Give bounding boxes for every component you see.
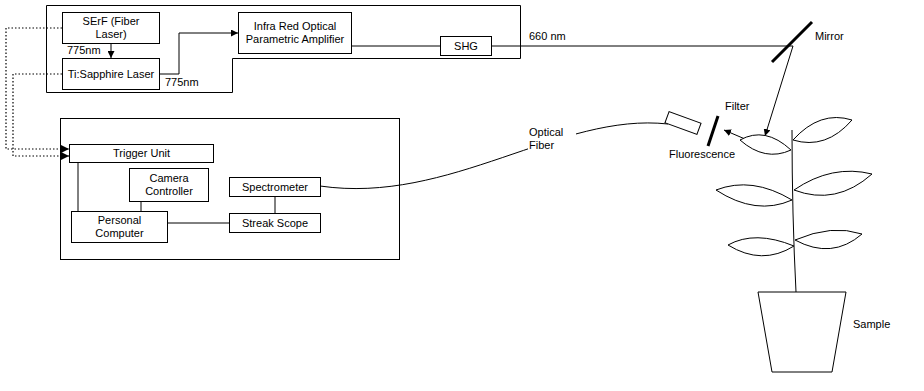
box-text: Streak Scope — [242, 217, 308, 230]
control-enclosure: Trigger UnitCamera ControllerPersonal Co… — [60, 118, 400, 260]
laser-beam — [492, 46, 793, 47]
amplifier-box: Infra Red Optical Parametric Amplifier — [238, 12, 352, 54]
filter-symbol — [708, 116, 718, 146]
box-text: Camera Controller — [134, 172, 204, 197]
laser-beam — [765, 46, 793, 136]
enclosure-outline — [47, 6, 521, 93]
wavelength-label: 775nm — [66, 44, 102, 57]
controller-box: Camera Controller — [129, 168, 209, 202]
shg-box: SHG — [440, 36, 492, 56]
optical-fiber — [320, 123, 668, 189]
box-text: Trigger Unit — [113, 147, 170, 160]
connector-line — [352, 46, 440, 47]
computer-box: Personal Computer — [71, 211, 168, 243]
connector-line — [168, 223, 229, 224]
part-label: Sample — [852, 318, 891, 331]
box-label: Spectrometer — [242, 181, 308, 194]
signal-label: Fluorescence — [668, 148, 736, 161]
spectrometer-box: Spectrometer — [229, 177, 321, 197]
box-text: Ti:Sapphire Laser — [68, 68, 154, 81]
laser-enclosure: SErF (Fiber Laser) Ti:Sapphire Laser Infra… — [46, 5, 520, 93]
box-label: SHG — [454, 40, 478, 53]
box-text: SHG — [454, 40, 478, 53]
plant-illustration — [716, 118, 872, 293]
flower-pot — [758, 292, 846, 372]
laser-box: Ti:Sapphire Laser — [62, 58, 160, 90]
connector-line — [141, 202, 142, 211]
part-label: Mirror — [814, 30, 845, 43]
laser-box: SErF (Fiber Laser) — [62, 12, 160, 44]
trigger-box: Trigger Unit — [69, 144, 214, 163]
box-label: Infra Red Optical Parametric Amplifier — [243, 20, 347, 45]
box-label: SErF (Fiber Laser) — [67, 15, 155, 40]
wavelength-label: 775nm — [164, 76, 200, 89]
connector-line — [111, 44, 112, 58]
connector-line — [160, 33, 238, 74]
box-label: Streak Scope — [242, 217, 308, 230]
box-label: Ti:Sapphire Laser — [68, 68, 154, 81]
box-text: SErF (Fiber Laser) — [67, 15, 155, 40]
wavelength-label: 660 nm — [528, 30, 567, 43]
fiber-collimator — [665, 112, 701, 135]
box-text: Personal Computer — [76, 214, 163, 239]
part-label: Optical Fiber — [528, 126, 576, 151]
box-label: Camera Controller — [134, 172, 204, 197]
connector-line — [78, 163, 79, 211]
streak-scope-box: Streak Scope — [229, 213, 321, 233]
box-label: Personal Computer — [76, 214, 163, 239]
connector-line — [275, 197, 276, 213]
mirror-symbol — [772, 22, 812, 62]
box-text: Spectrometer — [242, 181, 308, 194]
fluorescence-arrow — [724, 130, 752, 142]
part-label: Filter — [724, 100, 750, 113]
box-text: Infra Red Optical Parametric Amplifier — [243, 20, 347, 45]
box-label: Trigger Unit — [113, 147, 170, 160]
